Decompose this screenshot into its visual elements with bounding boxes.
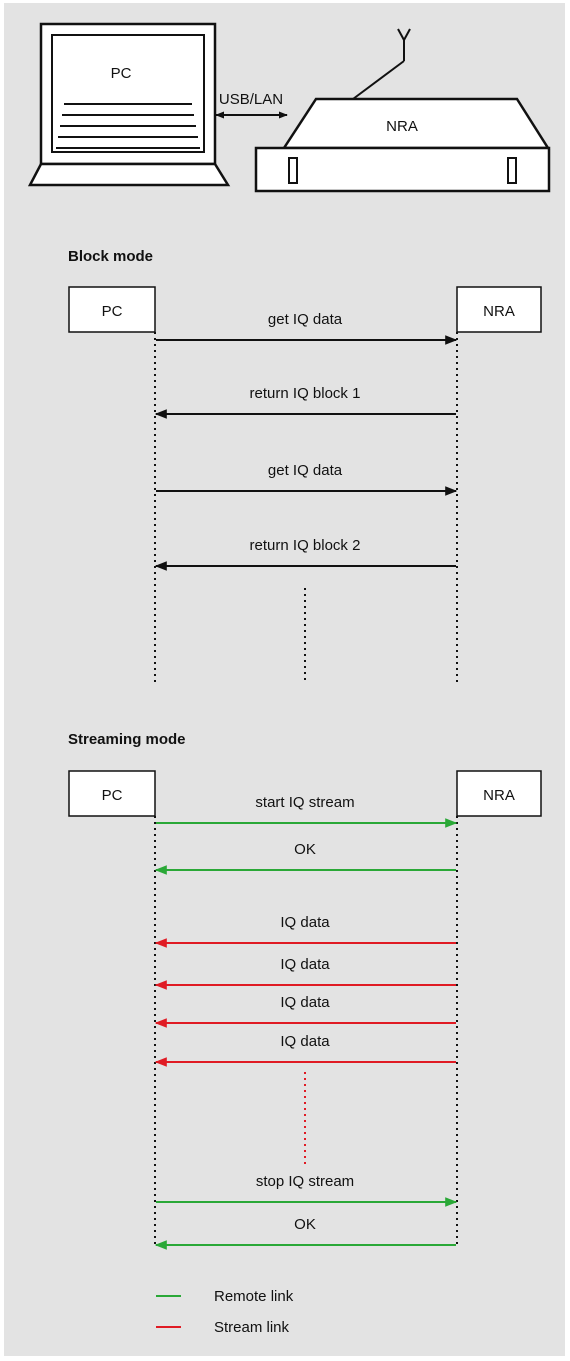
- stream-nra-node: [456, 770, 542, 817]
- laptop-illustration: PC: [27, 22, 231, 187]
- pc-label: PC: [111, 65, 132, 82]
- stream-pc-node: [68, 770, 156, 817]
- nra-device-handle-left: [288, 157, 298, 184]
- block-message-label-4: return IQ block 2: [250, 537, 361, 554]
- block-pc-node: [68, 286, 156, 333]
- laptop-keyboard: [56, 103, 200, 149]
- laptop-base: [27, 162, 231, 187]
- diagram-panel: [4, 3, 565, 1356]
- legend-label-1: Remote link: [214, 1288, 294, 1305]
- stream-pc-node-label: PC: [102, 787, 123, 804]
- nra-device-chassis: [254, 146, 551, 193]
- nra-label: NRA: [386, 118, 418, 135]
- stream-nra-node-label: NRA: [483, 787, 515, 804]
- block-mode-section: Block mode PC NRA get IQ data return IQ b…: [68, 248, 542, 684]
- nra-device-illustration: NRA: [254, 28, 551, 193]
- antenna-icon: [352, 28, 411, 100]
- stream-message-label-7: stop IQ stream: [256, 1173, 354, 1190]
- stream-message-label-4: IQ data: [280, 956, 330, 973]
- streaming-mode-title: Streaming mode: [68, 731, 186, 748]
- stream-message-label-8: OK: [294, 1216, 316, 1233]
- stream-message-label-1: start IQ stream: [255, 794, 354, 811]
- block-message-label-3: get IQ data: [268, 462, 343, 479]
- block-messages: get IQ data return IQ block 1 get IQ data r…: [154, 311, 458, 571]
- stream-message-label-3: IQ data: [280, 914, 330, 931]
- nra-device-handle-right: [507, 157, 517, 184]
- block-message-label-2: return IQ block 1: [250, 385, 361, 402]
- stream-message-label-6: IQ data: [280, 1033, 330, 1050]
- usb-lan-label: USB/LAN: [219, 91, 283, 108]
- block-pc-node-label: PC: [102, 303, 123, 320]
- block-message-label-1: get IQ data: [268, 311, 343, 328]
- block-mode-title: Block mode: [68, 248, 153, 265]
- usb-lan-link: USB/LAN: [215, 91, 288, 119]
- stream-message-label-5: IQ data: [280, 994, 330, 1011]
- legend-label-2: Stream link: [214, 1319, 290, 1336]
- laptop-screen: [51, 34, 205, 153]
- stream-message-label-2: OK: [294, 841, 316, 858]
- block-nra-node: [456, 286, 542, 333]
- block-nra-node-label: NRA: [483, 303, 515, 320]
